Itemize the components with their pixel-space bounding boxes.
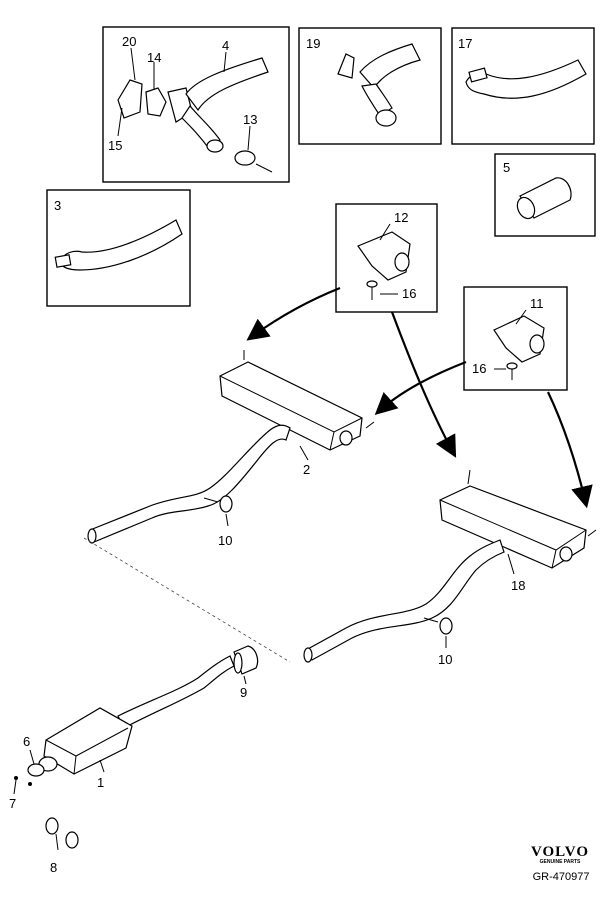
dashed-connector bbox=[83, 537, 291, 663]
callout-5: 5 bbox=[503, 160, 510, 175]
inset-box-sleeve-5: 5 bbox=[494, 153, 596, 237]
callout-2: 2 bbox=[303, 462, 310, 477]
clamp-part-13 bbox=[234, 150, 256, 166]
callout-4: 4 bbox=[222, 38, 229, 53]
flange-part-20 bbox=[117, 79, 143, 119]
pipe-part-4 bbox=[185, 57, 269, 112]
muffler-part-1 bbox=[43, 707, 133, 775]
callout-14: 14 bbox=[147, 50, 161, 65]
reference-code: GR-470977 bbox=[533, 871, 590, 883]
callout-12: 12 bbox=[394, 210, 408, 225]
gasket-part-6 bbox=[27, 763, 45, 777]
callout-3: 3 bbox=[54, 198, 61, 213]
footer: VOLVO GENUINE PARTS GR-470977 bbox=[531, 844, 589, 883]
rear-muffler-left: 2 10 bbox=[87, 350, 375, 548]
callout-16-upper: 16 bbox=[402, 286, 416, 301]
callout-16-lower: 16 bbox=[472, 361, 486, 376]
inset-box-bracket-11: 11 16 bbox=[463, 286, 568, 391]
callout-13: 13 bbox=[243, 112, 257, 127]
rubber-mount-part-8-b bbox=[65, 831, 79, 849]
rubber-mount-part-10-right bbox=[439, 617, 453, 635]
callout-7: 7 bbox=[9, 796, 16, 811]
callout-19: 19 bbox=[306, 36, 320, 51]
callout-18: 18 bbox=[511, 578, 525, 593]
assembly-arrows bbox=[246, 286, 593, 509]
callout-15: 15 bbox=[108, 138, 122, 153]
rubber-mount-part-8-a bbox=[45, 817, 59, 835]
callout-6: 6 bbox=[23, 734, 30, 749]
callout-8: 8 bbox=[50, 860, 57, 875]
pipe-part-19 bbox=[359, 43, 421, 89]
brand-subtitle: GENUINE PARTS bbox=[540, 859, 581, 865]
callout-9: 9 bbox=[240, 685, 247, 700]
callout-1: 1 bbox=[97, 775, 104, 790]
inset-box-pipe-17: 17 bbox=[451, 27, 595, 145]
bolt-part-16 bbox=[366, 280, 378, 288]
callout-17: 17 bbox=[458, 36, 472, 51]
pipe-part-2 bbox=[89, 424, 291, 543]
bolt-part-7 bbox=[14, 776, 18, 780]
front-muffler: 9 6 7 1 8 bbox=[9, 645, 259, 875]
rubber-mount-part-10-left bbox=[219, 495, 233, 513]
inset-box-pipe-19: 19 bbox=[298, 27, 442, 145]
callout-11: 11 bbox=[530, 296, 544, 311]
callout-10-left: 10 bbox=[218, 533, 232, 548]
inset-box-bracket-12: 12 16 bbox=[335, 203, 438, 313]
gasket-part-14 bbox=[145, 87, 167, 117]
pipe-part-3 bbox=[59, 219, 183, 271]
pipe-part-18 bbox=[305, 539, 505, 661]
rear-muffler-right: 18 10 bbox=[303, 469, 597, 667]
inset-box-intake-pipe: 20 14 4 15 13 bbox=[102, 26, 290, 183]
brand-logo: VOLVO bbox=[531, 844, 589, 860]
inset-box-pipe-3: 3 bbox=[46, 189, 191, 307]
callout-20: 20 bbox=[122, 34, 136, 49]
callout-10-right: 10 bbox=[438, 652, 452, 667]
bolt-part-16-lower bbox=[506, 362, 518, 370]
